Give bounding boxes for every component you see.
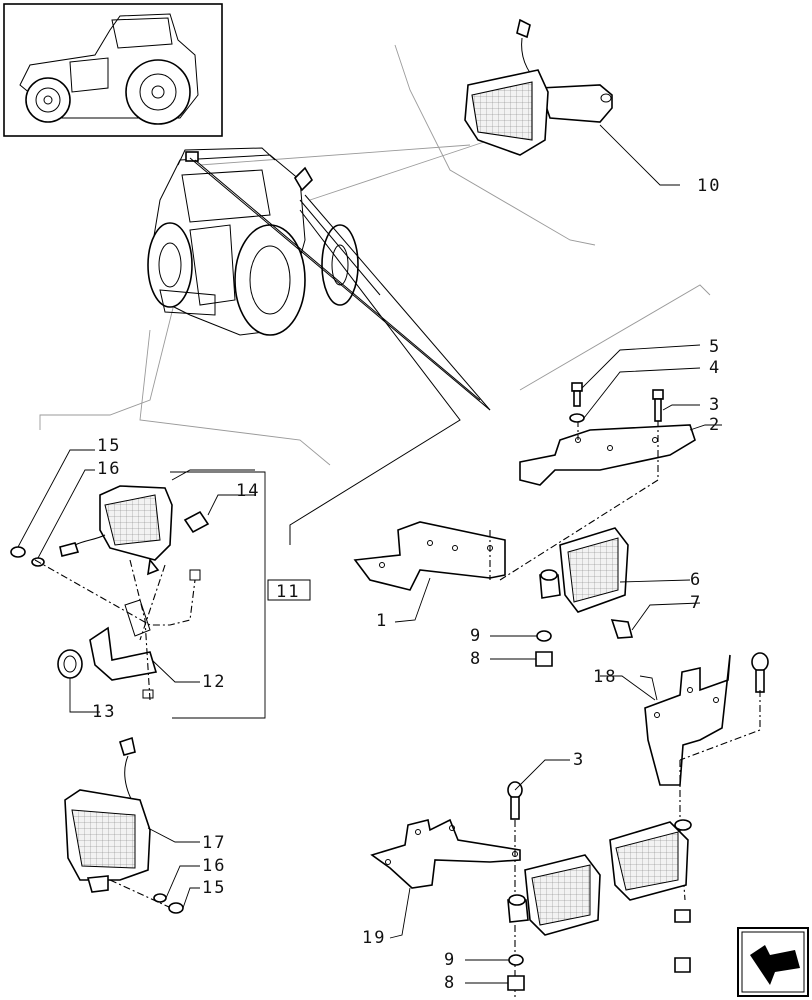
work-lamp-group-11 xyxy=(59,469,255,576)
label-1: 1 xyxy=(376,611,388,631)
tractor-leaders xyxy=(189,157,491,545)
label-5: 5 xyxy=(709,337,721,357)
washer-9-lower xyxy=(465,954,524,966)
work-lamp-lower-left xyxy=(507,854,601,936)
grommet-13 xyxy=(57,649,100,713)
label-6: 6 xyxy=(690,570,702,590)
label-16-lower: 16 xyxy=(202,856,226,876)
bolt-5 xyxy=(571,344,701,407)
label-8-upper: 8 xyxy=(470,649,482,669)
guide-lines xyxy=(39,44,711,466)
label-11: 11 xyxy=(276,582,300,602)
nut-8-upper xyxy=(490,651,553,667)
label-9-lower: 9 xyxy=(444,950,456,970)
washer-15-left xyxy=(10,449,95,558)
label-17: 17 xyxy=(202,833,226,853)
work-lamp-lower-right xyxy=(609,819,692,973)
washer-9-upper xyxy=(490,630,552,642)
work-lamp-10 xyxy=(464,18,680,186)
label-4: 4 xyxy=(709,358,721,378)
bracket-1 xyxy=(353,521,506,623)
washer-15-lower xyxy=(168,887,200,914)
bolt-3-upper xyxy=(652,389,700,422)
work-lamp-17 xyxy=(64,736,200,913)
label-10: 10 xyxy=(697,176,721,196)
upper-bracket-2 xyxy=(499,420,722,581)
washer-16-lower xyxy=(153,865,200,903)
label-3-lower: 3 xyxy=(573,750,585,770)
bulb-14 xyxy=(183,494,255,534)
label-8-lower: 8 xyxy=(444,973,456,993)
part-labels: 10 5 4 3 2 15 16 14 6 11 7 1 9 8 18 12 1… xyxy=(92,176,721,993)
bulb-7 xyxy=(610,602,701,639)
tractor-thumbnail-icon xyxy=(3,3,223,137)
left-group-dash xyxy=(34,471,266,719)
label-15-lower: 15 xyxy=(202,878,226,898)
part-11-box xyxy=(267,579,311,601)
label-19: 19 xyxy=(362,928,386,948)
washer-4 xyxy=(569,367,701,423)
label-7: 7 xyxy=(690,593,702,613)
label-15-left: 15 xyxy=(97,436,121,456)
tractor-illustration xyxy=(147,147,359,336)
label-9-upper: 9 xyxy=(470,626,482,646)
nut-8-lower xyxy=(465,975,525,991)
next-page-arrow-icon[interactable] xyxy=(737,927,809,997)
bracket-19 xyxy=(370,818,521,939)
work-lamp-6 xyxy=(539,527,691,613)
label-18: 18 xyxy=(593,667,617,687)
label-2: 2 xyxy=(709,415,721,435)
label-14: 14 xyxy=(236,481,260,501)
label-12: 12 xyxy=(202,672,226,692)
bracket-12 xyxy=(89,599,200,683)
label-3-upper: 3 xyxy=(709,395,721,415)
bracket-18 xyxy=(600,654,731,786)
label-16-left: 16 xyxy=(97,459,121,479)
label-13: 13 xyxy=(92,702,116,722)
